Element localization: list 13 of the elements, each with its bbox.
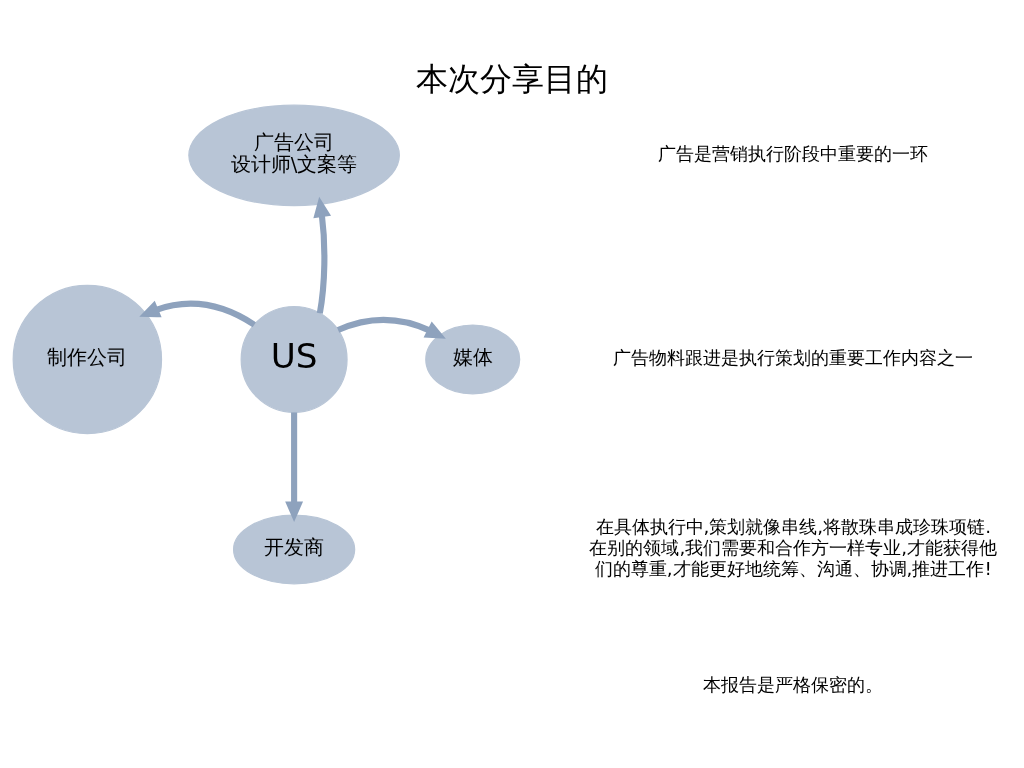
label: 广告是营销执行阶段中重要的一环 [658, 142, 929, 164]
node-circle: US [240, 305, 348, 413]
node-ellipse: 广告公司 设计师\文案等 [188, 104, 400, 206]
node-ellipse: 开发商 [232, 514, 356, 584]
node-ellipse: 媒体 [425, 324, 521, 394]
arrow [313, 196, 332, 314]
label: 广告物料跟进是执行策划的重要工作内容之一 [613, 346, 974, 368]
diagram-title: 本次分享目的 [416, 59, 609, 97]
label: 本报告是严格保密的。 [703, 673, 884, 695]
arrow [285, 411, 304, 522]
arrow [139, 300, 256, 327]
arrow [336, 316, 446, 339]
label: 在具体执行中,策划就像串线,将散珠串成珍珠项链.在别的领域,我们需要和合作方一样专业,才能获得他们的尊重,才能更好地统筹、沟通、协调,推进工作! [589, 515, 998, 579]
